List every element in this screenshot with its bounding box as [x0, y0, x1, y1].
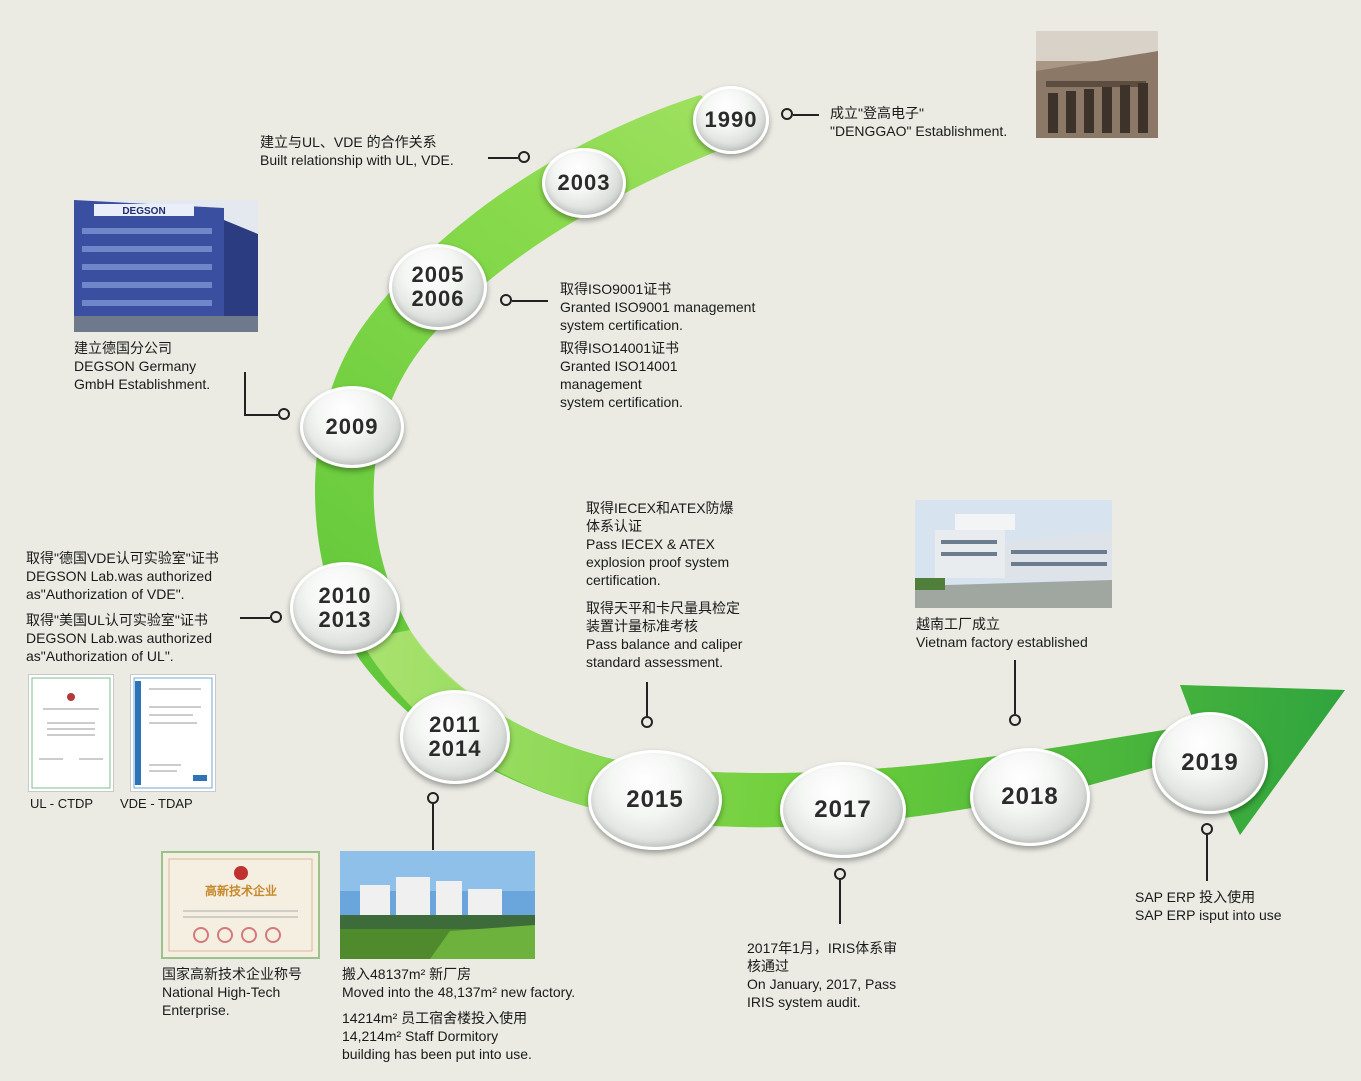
connector-dot-2010 — [270, 611, 282, 623]
ul-certificate-image — [28, 674, 114, 792]
year-node-2003: 2003 — [542, 148, 626, 218]
vietnam-factory-photo — [915, 500, 1112, 608]
event-2013-ul-lab: 取得"美国UL认可实验室"证书 DEGSON Lab.was authorize… — [26, 612, 212, 664]
ul-certificate-caption: UL - CTDP — [30, 796, 94, 811]
connector-vline-2011 — [432, 804, 434, 850]
year-node-2009: 2009 — [300, 386, 404, 468]
connector-dot-2015 — [641, 716, 653, 728]
year-node-2018: 2018 — [970, 748, 1090, 846]
year-node-2011-2014: 2011 2014 — [400, 690, 510, 784]
connector-line-2003 — [488, 157, 518, 159]
connector-dot-1990 — [781, 108, 793, 120]
event-2019: SAP ERP 投入使用 SAP ERP isput into use — [1135, 889, 1282, 923]
year-node-1990: 1990 — [693, 86, 769, 154]
connector-dot-2018 — [1009, 714, 1021, 726]
connector-vline-2009 — [244, 372, 246, 416]
svg-text:高新技术企业: 高新技术企业 — [205, 883, 277, 898]
connector-dot-2009 — [278, 408, 290, 420]
connector-dot-2005 — [500, 294, 512, 306]
germany-office-photo: DEGSON — [74, 200, 258, 332]
connector-line-2010 — [240, 617, 270, 619]
year-node-2019: 2019 — [1152, 712, 1268, 814]
connector-dot-2003 — [518, 151, 530, 163]
event-2010-vde-lab: 取得"德国VDE认可实验室"证书 DEGSON Lab.was authoriz… — [26, 550, 219, 602]
connector-line-1990 — [793, 114, 819, 116]
event-2018: 越南工厂成立 Vietnam factory established — [916, 616, 1088, 650]
connector-line-2005 — [512, 300, 548, 302]
connector-vline-2017 — [839, 880, 841, 924]
event-1990: 成立"登高电子" "DENGGAO" Establishment. — [830, 105, 1008, 139]
year-node-2005-2006: 2005 2006 — [389, 244, 487, 330]
event-2014-dormitory: 14214m² 员工宿舍楼投入使用 14,214m² Staff Dormito… — [342, 1010, 532, 1062]
vde-certificate-image — [130, 674, 216, 792]
event-2005-iso9001: 取得ISO9001证书 Granted ISO9001 management s… — [560, 281, 756, 333]
year-node-2010-2013: 2010 2013 — [290, 562, 400, 654]
new-factory-photo — [340, 851, 535, 959]
event-2006-iso14001: 取得ISO14001证书 Granted ISO14001 management… — [560, 340, 683, 410]
event-2015-iecex-atex: 取得IECEX和ATEX防爆 体系认证 Pass IECEX & ATEX ex… — [586, 500, 734, 588]
connector-dot-2019 — [1201, 823, 1213, 835]
connector-dot-2017 — [834, 868, 846, 880]
connector-dot-2011 — [427, 792, 439, 804]
connector-vline-2018 — [1014, 660, 1016, 714]
year-node-2015: 2015 — [588, 750, 722, 850]
connector-line-2009 — [244, 414, 278, 416]
event-2009: 建立德国分公司 DEGSON Germany GmbH Establishmen… — [74, 340, 211, 392]
event-2017: 2017年1月，IRIS体系审 核通过 On January, 2017, Pa… — [747, 940, 898, 1010]
event-2015-balance-caliper: 取得天平和卡尺量具检定 装置计量标准考核 Pass balance and ca… — [586, 600, 743, 670]
denggao-building-photo — [1036, 31, 1158, 138]
svg-text:DEGSON: DEGSON — [122, 206, 165, 217]
year-node-2017: 2017 — [780, 762, 906, 858]
event-2011-new-factory: 搬入48137m² 新厂房 Moved into the 48,137m² ne… — [342, 966, 576, 1000]
hightech-certificate-image: 高新技术企业 — [161, 851, 320, 959]
connector-vline-2015 — [646, 682, 648, 716]
vde-certificate-caption: VDE - TDAP — [120, 796, 193, 811]
event-2003: 建立与UL、VDE 的合作关系 Built relationship with … — [260, 134, 454, 168]
connector-vline-2019 — [1206, 835, 1208, 881]
event-hightech-enterprise: 国家高新技术企业称号 National High-Tech Enterprise… — [162, 966, 302, 1018]
